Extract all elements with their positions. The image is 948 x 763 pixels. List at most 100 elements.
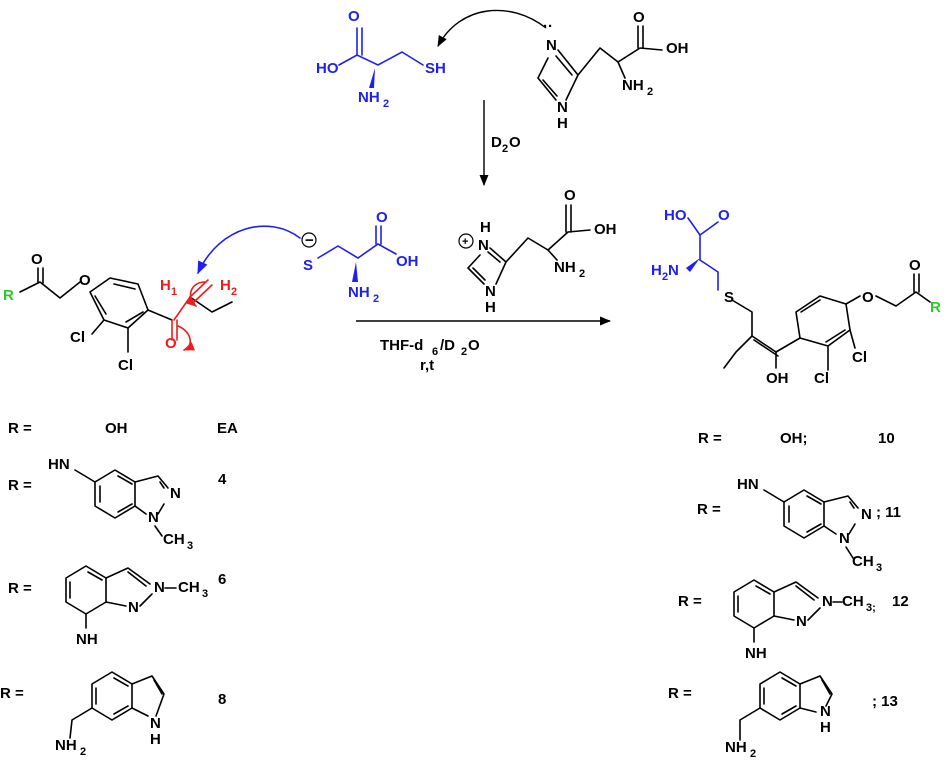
product-ho: HO (664, 207, 687, 224)
reactant-o-carbonyl: O (165, 335, 177, 352)
left-row3-r: R = (0, 685, 24, 702)
left-row0-r: R = (8, 420, 32, 437)
thiolate-nh2-sub: 2 (373, 293, 379, 305)
right-row3-nh2-sub: 2 (750, 748, 756, 760)
his-prot-h-top: H (480, 219, 491, 236)
right-row0-id: 10 (878, 430, 895, 447)
right-row3-id: ; 13 (872, 693, 898, 710)
his-prot-nh2-sub: 2 (579, 268, 585, 280)
product-cl2: Cl (814, 370, 829, 387)
left-row1-id: 4 (218, 471, 227, 488)
product-o: O (718, 207, 730, 224)
d2o-sub: 2 (502, 143, 508, 155)
product-molecule: HO O H 2 N S O O R OH Cl Cl (651, 207, 941, 387)
cys-top-o: O (348, 8, 360, 25)
reactant-cl2: Cl (118, 357, 133, 374)
proton-transfer-arrow (437, 9, 547, 47)
right-row2-r: R = (678, 593, 702, 610)
conditions-thf-sub: 6 (432, 346, 438, 358)
product-o-ether: O (862, 289, 874, 306)
reactant-molecule: O R O Cl Cl H 1 H 2 O (3, 251, 237, 374)
his-top-oh: OH (666, 40, 689, 57)
thiolate-minus: − (305, 232, 314, 249)
main-reaction-arrow: THF-d 6 /D 2 O r,t (356, 316, 612, 374)
d2o-step: D 2 O (479, 100, 521, 187)
reactant-cl1: Cl (70, 329, 85, 346)
reactant-o-top: O (31, 251, 43, 268)
right-row0-r: R = (698, 430, 722, 447)
histidine-protonated: + N H N H O OH NH 2 (458, 187, 617, 316)
thiolate-s: S (303, 257, 313, 274)
right-row1-r: R = (697, 501, 721, 518)
left-row1-hn: HN (48, 456, 70, 473)
right-row2-ch3-sub: 3; (866, 602, 876, 614)
left-row2-r: R = (8, 580, 32, 597)
product-s: S (724, 289, 734, 306)
cysteine-top: HO O SH NH 2 (316, 8, 446, 110)
product-cl1: Cl (852, 349, 867, 366)
conditions-d2o-sub: 2 (461, 346, 467, 358)
conditions-d2o-o: O (468, 337, 480, 354)
left-row1-r: R = (8, 477, 32, 494)
left-row3-id: 8 (218, 691, 226, 708)
left-row0-val: OH (105, 420, 128, 437)
right-row3-nh2: NH (725, 739, 747, 756)
d2o-d: D (491, 134, 502, 151)
cys-top-nh2: NH (358, 89, 380, 106)
reactant-o-ether: O (79, 272, 91, 289)
conditions-d2o: /D (440, 337, 455, 354)
right-row3-r: R = (668, 685, 692, 702)
his-prot-o: O (564, 187, 576, 204)
left-row1-n2: N (148, 509, 159, 526)
his-prot-n-bottom: N (485, 283, 496, 300)
left-row3-n: N (150, 715, 161, 732)
product-h2n-sub: 2 (662, 271, 668, 283)
right-row0-val: OH; (780, 430, 808, 447)
his-prot-n-top: N (478, 237, 489, 254)
d2o-o: O (509, 134, 521, 151)
his-top-h: H (557, 115, 568, 132)
his-top-nh2: NH (622, 77, 644, 94)
product-oh: OH (766, 370, 789, 387)
left-row2-n1: N (154, 579, 165, 596)
right-row1-id: ; 11 (876, 504, 901, 521)
cys-top-ho: HO (316, 60, 339, 77)
right-row3-n: N (820, 703, 831, 720)
product-r: R (930, 299, 941, 316)
right-row1-n2: N (839, 530, 850, 547)
his-plus: + (462, 236, 468, 248)
right-row2-n2: N (796, 613, 807, 630)
his-prot-nh2: NH (554, 259, 576, 276)
reactant-h1: H (160, 277, 171, 294)
right-row2-id: 12 (892, 593, 909, 610)
product-o-top: O (909, 257, 921, 274)
his-top-lonepair: ·· (543, 18, 553, 35)
his-top-nh2-sub: 2 (647, 86, 653, 98)
left-row1-ch3-sub: 3 (187, 540, 193, 552)
his-top-o: O (633, 9, 645, 26)
his-top-nh: N (557, 99, 568, 116)
thiolate-nh2: NH (348, 284, 370, 301)
right-row1-hn: HN (737, 476, 759, 493)
left-row1-n1: N (170, 485, 181, 502)
left-r-table: R = OH EA R = HN N N CH 3 4 R = N N CH 3… (0, 420, 238, 758)
conditions-thf: THF-d (380, 337, 423, 354)
his-prot-h-bottom: H (485, 299, 496, 316)
left-row2-ch3: CH (178, 579, 200, 596)
his-prot-oh: OH (594, 221, 617, 238)
right-row2-nh: NH (745, 645, 767, 662)
cys-top-nh2-sub: 2 (383, 98, 389, 110)
left-row0-id: EA (217, 420, 238, 437)
cysteine-thiolate: − S O OH NH 2 (197, 209, 419, 305)
left-row1-ch3: CH (163, 531, 185, 548)
right-row3-h: H (820, 719, 831, 736)
product-h2n-h: H (651, 262, 662, 279)
left-row2-nh: NH (76, 631, 98, 648)
thiolate-o: O (376, 209, 388, 226)
reactant-h2-sub: 2 (231, 286, 237, 298)
conditions-rt: r,t (420, 357, 434, 374)
left-row2-ch3-sub: 3 (202, 588, 208, 600)
right-row2-n1: N (822, 593, 833, 610)
thiolate-oh: OH (396, 253, 419, 270)
his-top-n: N (546, 37, 557, 54)
